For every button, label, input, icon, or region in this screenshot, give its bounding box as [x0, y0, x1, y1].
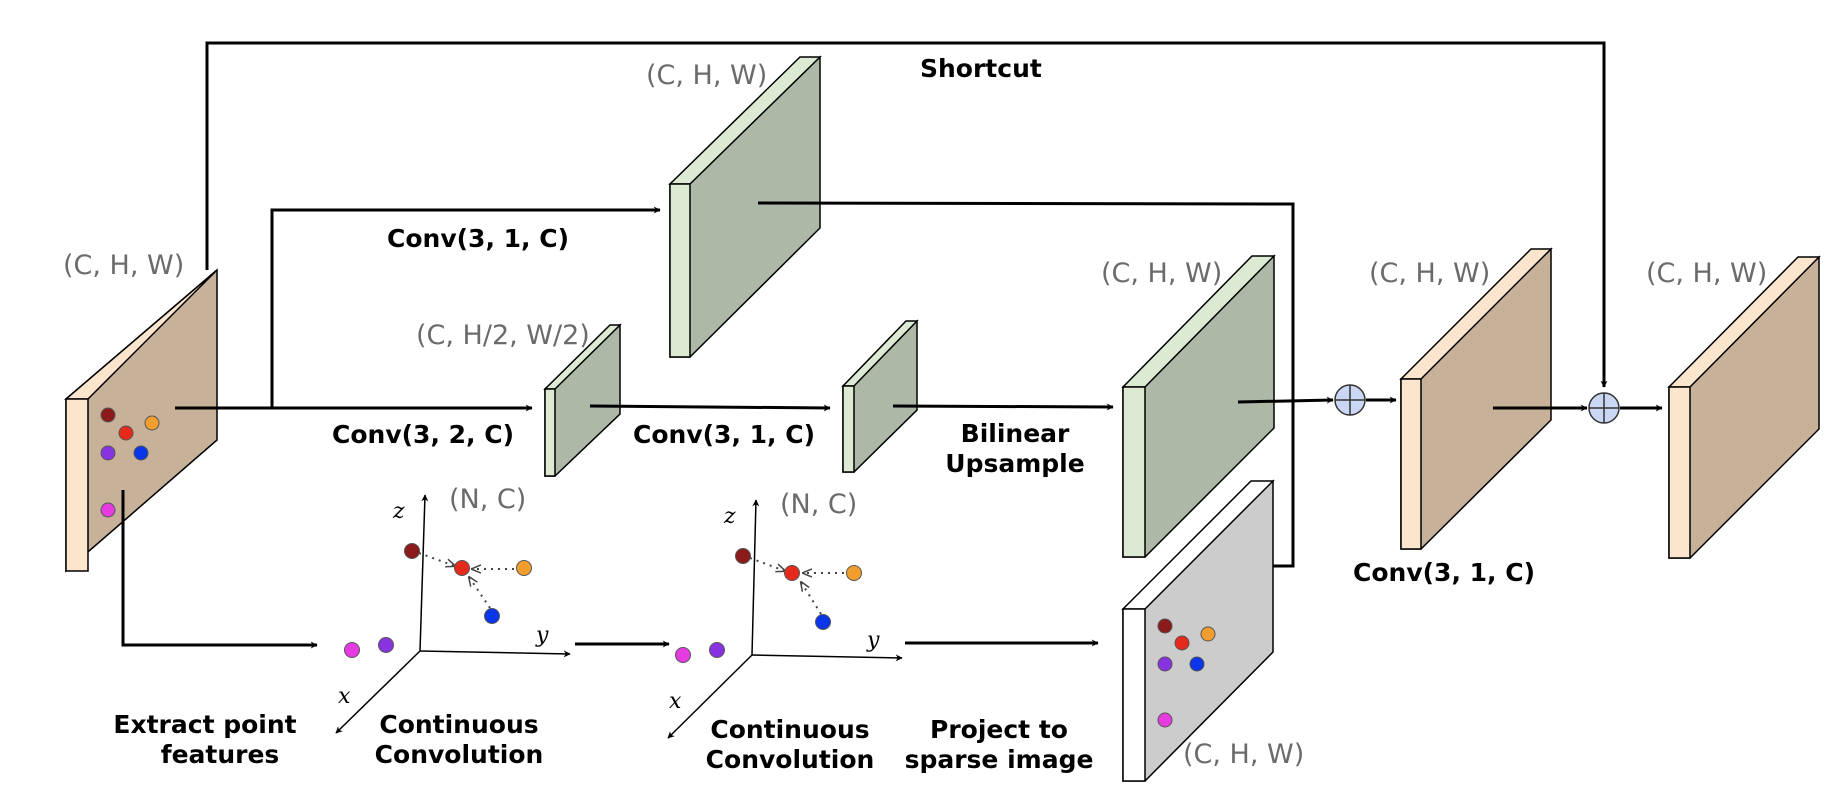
point-orange [144, 415, 160, 431]
arrow-to-mid-conv [589, 404, 831, 412]
mid-conv-block [841, 319, 919, 473]
dim-half: (C, H/2, W/2) [416, 320, 590, 351]
dim-upsampled: (C, H, W) [1101, 258, 1222, 289]
cloud1-point-blue [484, 608, 500, 624]
cloud1-point-orange [516, 560, 532, 576]
sum-block [1399, 247, 1553, 550]
cloud1-point-magenta [344, 642, 360, 658]
project-label-line2: sparse image [905, 745, 1094, 774]
input-feature-map [63, 268, 218, 573]
sparse-point-orange [1200, 626, 1216, 642]
sparse-point-purple [1157, 656, 1173, 672]
arrow-to-point-features [121, 490, 318, 649]
cloud1-point-darkred [404, 543, 420, 559]
conv-top-label: Conv(3, 1, C) [387, 224, 569, 253]
dim-points-2: (N, C) [780, 489, 857, 520]
arrow-to-top-conv [175, 206, 661, 410]
cc1-label-line1: Continuous [379, 710, 538, 739]
upsampled-block [1121, 254, 1276, 558]
sparse-point-magenta [1157, 712, 1173, 728]
cloud2-axis-z: z [723, 504, 736, 529]
output-block [1667, 255, 1821, 559]
conv-down-label: Conv(3, 2, C) [332, 420, 514, 449]
dim-input: (C, H, W) [63, 250, 184, 281]
cloud1-axis-z: z [392, 499, 405, 524]
top-conv-block [668, 55, 822, 358]
cloud2-point-purple [709, 642, 725, 658]
bilinear-label-line1: Bilinear [961, 419, 1070, 448]
point-blue [133, 445, 149, 461]
conv-final-label: Conv(3, 1, C) [1353, 558, 1535, 587]
shortcut-label: Shortcut [920, 54, 1042, 83]
arrow-to-adder1 [1237, 396, 1334, 404]
top-branch-connection [757, 201, 1295, 568]
cloud2-axis-y: y [866, 628, 880, 653]
cloud2-point-darkred [735, 548, 751, 564]
cc2-label-line1: Continuous [710, 715, 869, 744]
cc2-label-line2: Convolution [706, 745, 875, 774]
cloud2-point-red [784, 565, 800, 581]
point-darkred [100, 407, 116, 423]
extract-label-line1: Extract point [113, 710, 296, 739]
cloud1-axis-y: y [535, 623, 549, 648]
sparse-point-darkred [1157, 618, 1173, 634]
dim-output: (C, H, W) [1646, 258, 1767, 289]
project-label-line1: Project to [930, 715, 1068, 744]
point-cloud-2 [667, 499, 903, 739]
shortcut-connection [205, 41, 1608, 388]
extract-label-line2: features [161, 740, 280, 769]
cloud1-point-red [454, 560, 470, 576]
sparse-point-blue [1189, 656, 1205, 672]
cloud1-point-purple [378, 637, 394, 653]
cloud1-axis-x: x [338, 684, 351, 709]
sparse-point-red [1174, 635, 1190, 651]
point-red [118, 425, 134, 441]
sparse-image-block [1121, 479, 1275, 782]
adder-2 [1588, 392, 1620, 424]
bilinear-label-line2: Upsample [945, 449, 1084, 478]
conv-mid-label: Conv(3, 1, C) [633, 420, 815, 449]
dim-sparse: (C, H, W) [1183, 739, 1304, 770]
downsampled-block [543, 323, 622, 477]
cc1-label-line2: Convolution [375, 740, 544, 769]
cloud2-point-orange [846, 565, 862, 581]
adder-1 [1334, 384, 1366, 416]
point-cloud-1 [335, 494, 571, 734]
cloud2-point-blue [815, 614, 831, 630]
dim-top: (C, H, W) [646, 60, 767, 91]
cloud2-point-magenta [675, 647, 691, 663]
arrow-to-upsample [892, 403, 1114, 411]
cloud2-axis-x: x [669, 689, 682, 714]
dim-sum: (C, H, W) [1369, 258, 1490, 289]
point-purple [100, 445, 116, 461]
point-magenta [100, 502, 116, 518]
dim-points-1: (N, C) [449, 484, 526, 515]
